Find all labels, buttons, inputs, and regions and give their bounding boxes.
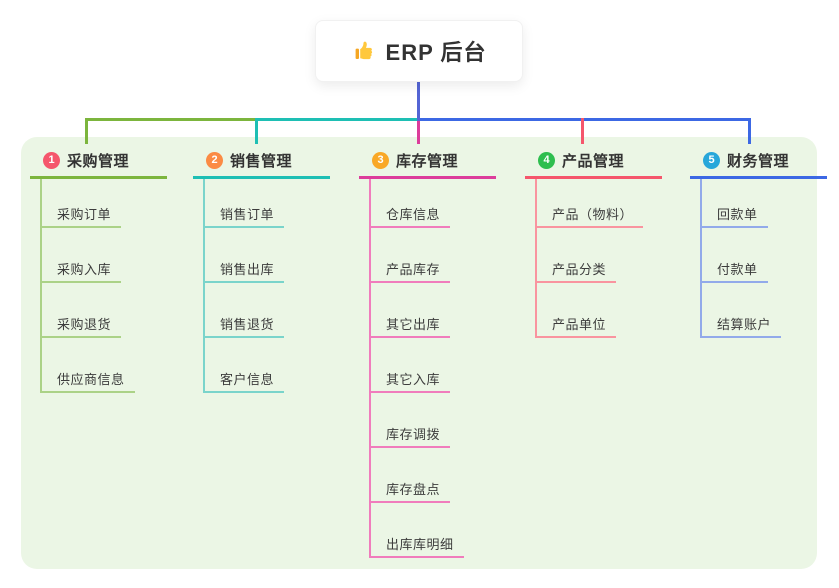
child-node[interactable]: 销售出库: [203, 261, 285, 283]
root-connector-line: [417, 82, 420, 121]
child-node[interactable]: 采购订单: [40, 206, 122, 228]
child-node[interactable]: 销售退货: [203, 316, 285, 338]
child-node[interactable]: 采购入库: [40, 261, 122, 283]
branch-label: 库存管理: [396, 152, 459, 170]
bus-segment-finance: [420, 118, 751, 121]
child-node[interactable]: 仓库信息: [369, 206, 451, 228]
branch-label: 财务管理: [727, 152, 790, 170]
child-node[interactable]: 库存盘点: [369, 481, 451, 503]
branch-trunk-line: [203, 176, 205, 393]
branch-label: 产品管理: [562, 152, 625, 170]
branch-drop-line: [255, 118, 258, 144]
branch-number-badge: 2: [206, 151, 223, 169]
branch-number-badge: 4: [538, 151, 555, 169]
branch-node[interactable]: 1 采购管理: [30, 147, 167, 179]
branch-trunk-line: [369, 176, 371, 558]
branch-node[interactable]: 3 库存管理: [359, 147, 496, 179]
branch-node[interactable]: 5 财务管理: [690, 147, 827, 179]
child-node[interactable]: 回款单: [700, 206, 768, 228]
branch-drop-line: [581, 118, 584, 144]
mindmap-canvas: [21, 137, 817, 569]
child-node[interactable]: 付款单: [700, 261, 768, 283]
branch-trunk-line: [40, 176, 42, 393]
child-node[interactable]: 产品单位: [535, 316, 617, 338]
child-node[interactable]: 产品（物料）: [535, 206, 644, 228]
branch-trunk-line: [535, 176, 537, 338]
child-node[interactable]: 产品分类: [535, 261, 617, 283]
child-node[interactable]: 其它出库: [369, 316, 451, 338]
branch-drop-line: [748, 118, 751, 144]
child-node[interactable]: 产品库存: [369, 261, 451, 283]
branch-drop-line: [85, 118, 88, 144]
thumbs-up-icon: [352, 39, 376, 63]
branch-number-badge: 5: [703, 151, 720, 169]
child-node[interactable]: 销售订单: [203, 206, 285, 228]
branch-trunk-line: [700, 176, 702, 338]
bus-segment-purchase: [85, 118, 255, 121]
child-node[interactable]: 其它入库: [369, 371, 451, 393]
child-node[interactable]: 库存调拨: [369, 426, 451, 448]
child-node[interactable]: 供应商信息: [40, 371, 135, 393]
branch-label: 采购管理: [67, 152, 130, 170]
child-node[interactable]: 客户信息: [203, 371, 285, 393]
child-node[interactable]: 采购退货: [40, 316, 122, 338]
branch-number-badge: 1: [43, 151, 60, 169]
branch-label: 销售管理: [230, 152, 293, 170]
branch-drop-line: [417, 121, 420, 144]
root-node-erp[interactable]: ERP 后台: [315, 20, 523, 82]
branch-node[interactable]: 2 销售管理: [193, 147, 330, 179]
root-node-label: ERP 后台: [385, 40, 487, 65]
branch-node[interactable]: 4 产品管理: [525, 147, 662, 179]
branch-number-badge: 3: [372, 151, 389, 169]
child-node[interactable]: 结算账户: [700, 316, 782, 338]
bus-segment-sales: [255, 118, 417, 121]
child-node[interactable]: 出库库明细: [369, 536, 464, 558]
